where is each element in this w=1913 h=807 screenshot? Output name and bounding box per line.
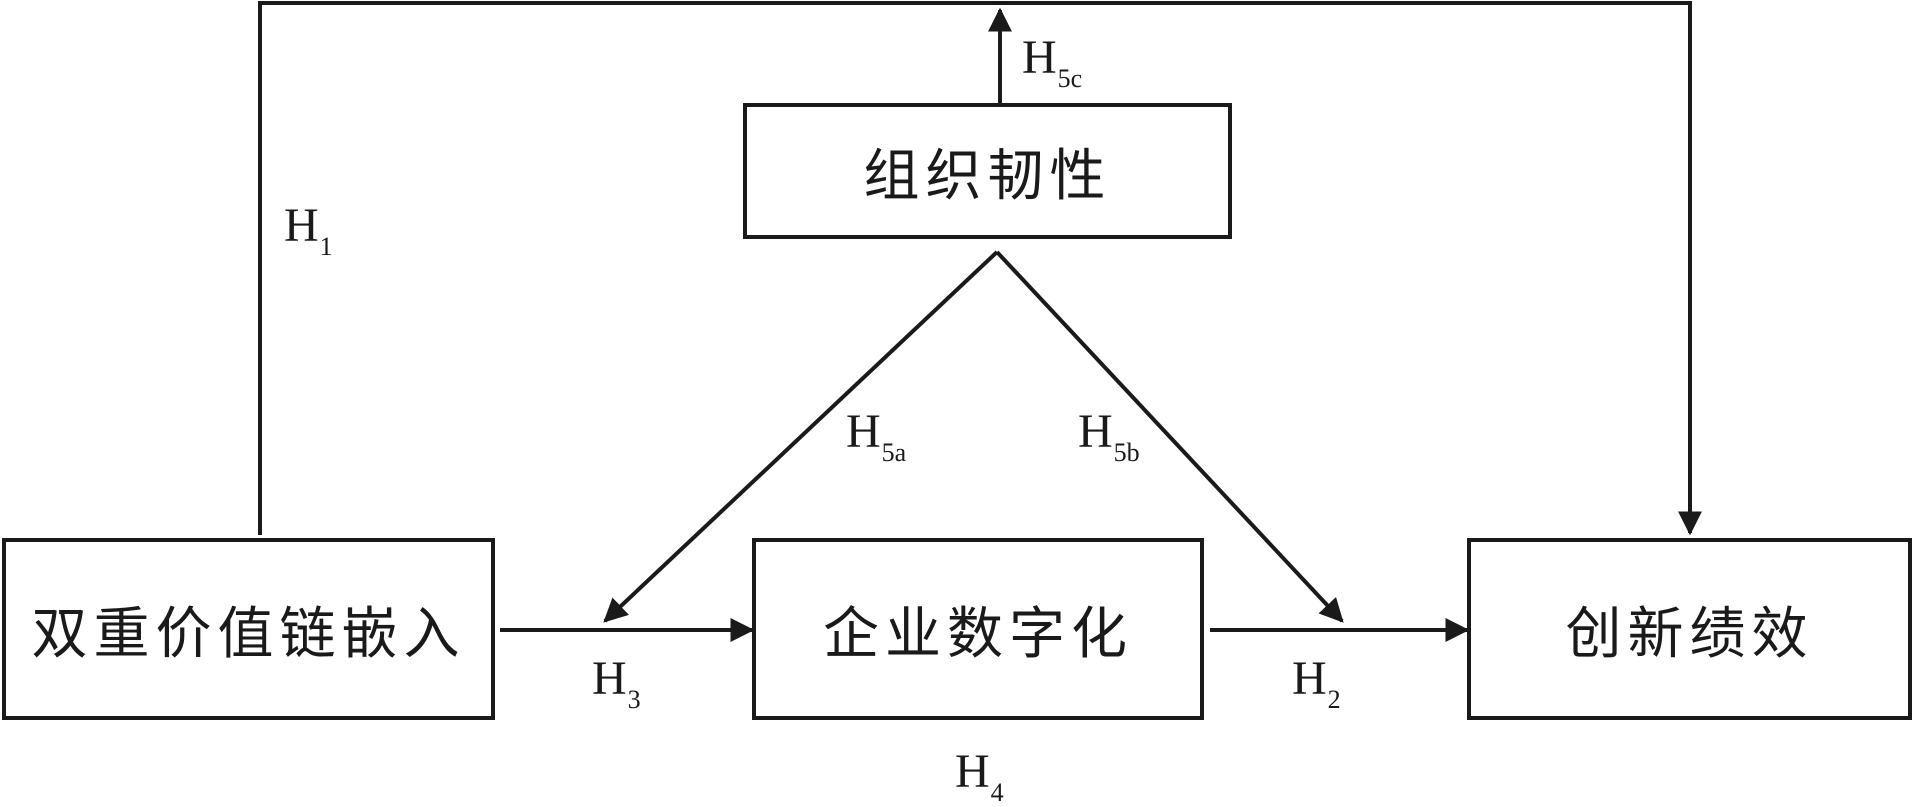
node-innovation-performance: 创新绩效	[1467, 538, 1912, 720]
arrow-h5b-resilience-to-h2	[995, 250, 1344, 623]
hypothesis-label-h3: H3	[592, 652, 641, 714]
hypothesis-label-h2: H2	[1292, 652, 1341, 714]
hypothesis-label-h4: H4	[955, 745, 1004, 807]
node-label: 双重价值链嵌入	[31, 601, 466, 667]
node-enterprise-digitalization: 企业数字化	[752, 538, 1204, 720]
hypothesis-label-h5a: H5a	[846, 405, 907, 467]
node-label: 创新绩效	[1565, 601, 1814, 667]
hypothesis-label-h1: H1	[284, 199, 333, 261]
hypothesis-label-h5b: H5b	[1078, 405, 1140, 467]
node-dual-value-chain-embedding: 双重价值链嵌入	[2, 538, 495, 720]
node-label: 组织韧性	[863, 143, 1112, 209]
hypothesis-label-h5c: H5c	[1022, 31, 1083, 93]
node-organizational-resilience: 组织韧性	[743, 103, 1232, 239]
node-label: 企业数字化	[823, 601, 1133, 667]
arrow-h1-embedding-to-innovation	[258, 1, 1702, 536]
arrow-h5a-resilience-to-h3	[603, 250, 999, 623]
